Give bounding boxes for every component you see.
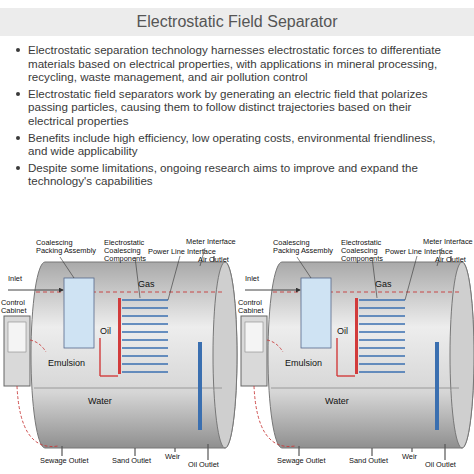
bullet-dot <box>16 48 20 52</box>
part-label: Meter Interface <box>186 238 236 246</box>
part-label: Gas <box>375 279 405 289</box>
title: Electrostatic Field Separator <box>0 8 474 36</box>
part-label: Emulsion <box>48 358 98 368</box>
part-label: Sand Outlet <box>349 457 399 465</box>
bullet-item: Electrostatic field separators work by g… <box>14 87 454 128</box>
bullet-text: Benefits include high efficiency, low op… <box>28 131 436 158</box>
separator-panel <box>241 248 474 460</box>
bullet-item: Benefits include high efficiency, low op… <box>14 131 454 158</box>
part-label: Sewage Outlet <box>40 457 100 465</box>
part-label: Weir <box>402 453 432 461</box>
part-label: Sewage Outlet <box>277 457 337 465</box>
bullet-dot <box>16 166 20 170</box>
bullet-item: Electrostatic separation technology harn… <box>14 43 454 84</box>
bullet-dot <box>16 136 20 140</box>
part-label: Meter Interface <box>423 238 473 246</box>
part-label: Air Outlet <box>198 256 238 264</box>
part-label: Water <box>88 396 128 406</box>
part-label: Gas <box>138 279 168 289</box>
part-label: Inlet <box>8 275 38 283</box>
part-label: Oil Outlet <box>425 461 473 469</box>
part-label: Weir <box>165 453 195 461</box>
bullet-text: Electrostatic field separators work by g… <box>28 87 428 127</box>
part-label: Oil Outlet <box>188 461 236 469</box>
part-label: Coalescing Packing Assembly <box>36 239 98 255</box>
part-label: Oil <box>337 326 357 336</box>
part-label: Emulsion <box>285 358 335 368</box>
part-label: Control Cabinet <box>238 299 278 315</box>
part-label: Oil <box>100 326 120 336</box>
part-label: Control Cabinet <box>1 299 41 315</box>
bullet-dot <box>16 92 20 96</box>
part-label: Power Line Interface <box>148 248 220 256</box>
bullet-text: Electrostatic separation technology harn… <box>28 43 441 83</box>
part-label: Power Line Interface <box>385 248 457 256</box>
part-label: Air Outlet <box>435 256 474 264</box>
part-label: Inlet <box>245 275 275 283</box>
separator-panel <box>4 248 237 460</box>
part-label: Water <box>325 396 365 406</box>
part-label: Coalescing Packing Assembly <box>273 239 335 255</box>
bullet-item: Despite some limitations, ongoing resear… <box>14 161 454 188</box>
bullet-list: Electrostatic separation technology harn… <box>14 43 454 191</box>
bullet-text: Despite some limitations, ongoing resear… <box>28 161 418 188</box>
part-label: Sand Outlet <box>112 457 162 465</box>
